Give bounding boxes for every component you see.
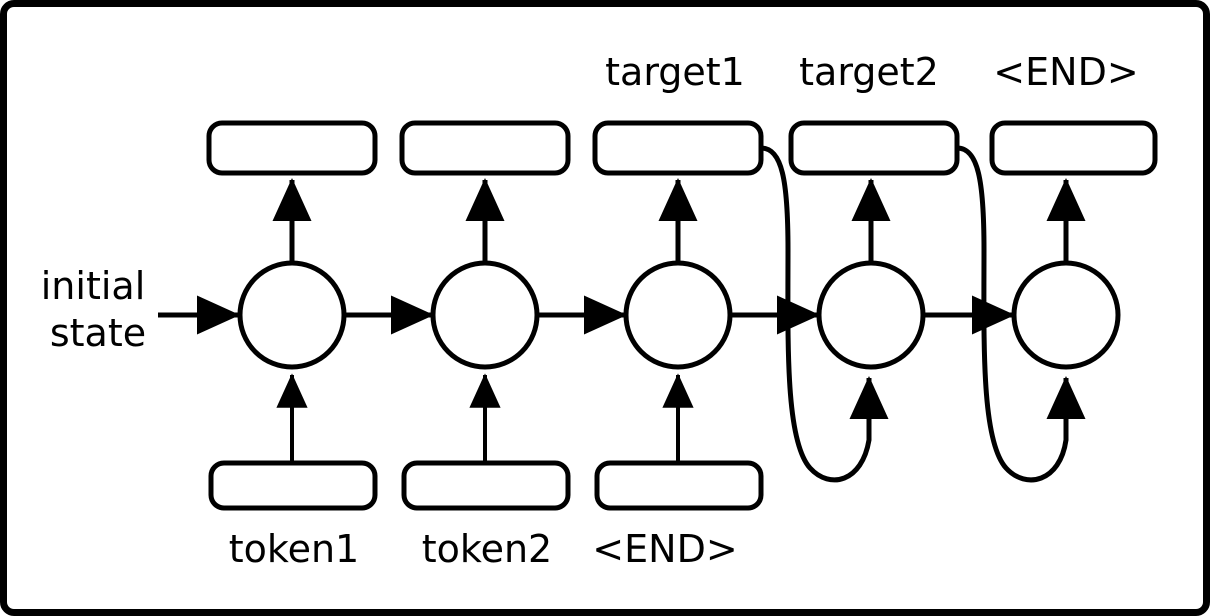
rnn-cell-5 [1011, 260, 1121, 370]
input-label-1: token1 [229, 527, 359, 571]
feedback-loop-4-to-5 [956, 145, 1086, 483]
rnn-cell-3 [623, 260, 733, 370]
output-box-4 [788, 120, 960, 176]
rnn-cell-4 [816, 260, 926, 370]
output-label-4: target2 [799, 50, 939, 94]
feedback-loop-3-to-4 [760, 145, 889, 483]
output-box-5 [989, 120, 1158, 176]
rnn-cell-2 [430, 260, 540, 370]
rnn-cell-1 [237, 260, 347, 370]
initial-state-label-line2: state [50, 311, 146, 355]
input-box-3 [594, 460, 764, 511]
output-label-3: target1 [605, 50, 745, 94]
output-box-2 [399, 120, 571, 176]
output-label-5: <END> [993, 50, 1138, 94]
initial-state-label-line1: initial [41, 264, 146, 308]
input-label-3: <END> [592, 527, 737, 571]
input-label-2: token2 [422, 527, 552, 571]
output-box-3 [592, 120, 764, 176]
input-box-2 [401, 460, 571, 511]
output-box-1 [206, 120, 378, 176]
input-box-1 [208, 460, 378, 511]
